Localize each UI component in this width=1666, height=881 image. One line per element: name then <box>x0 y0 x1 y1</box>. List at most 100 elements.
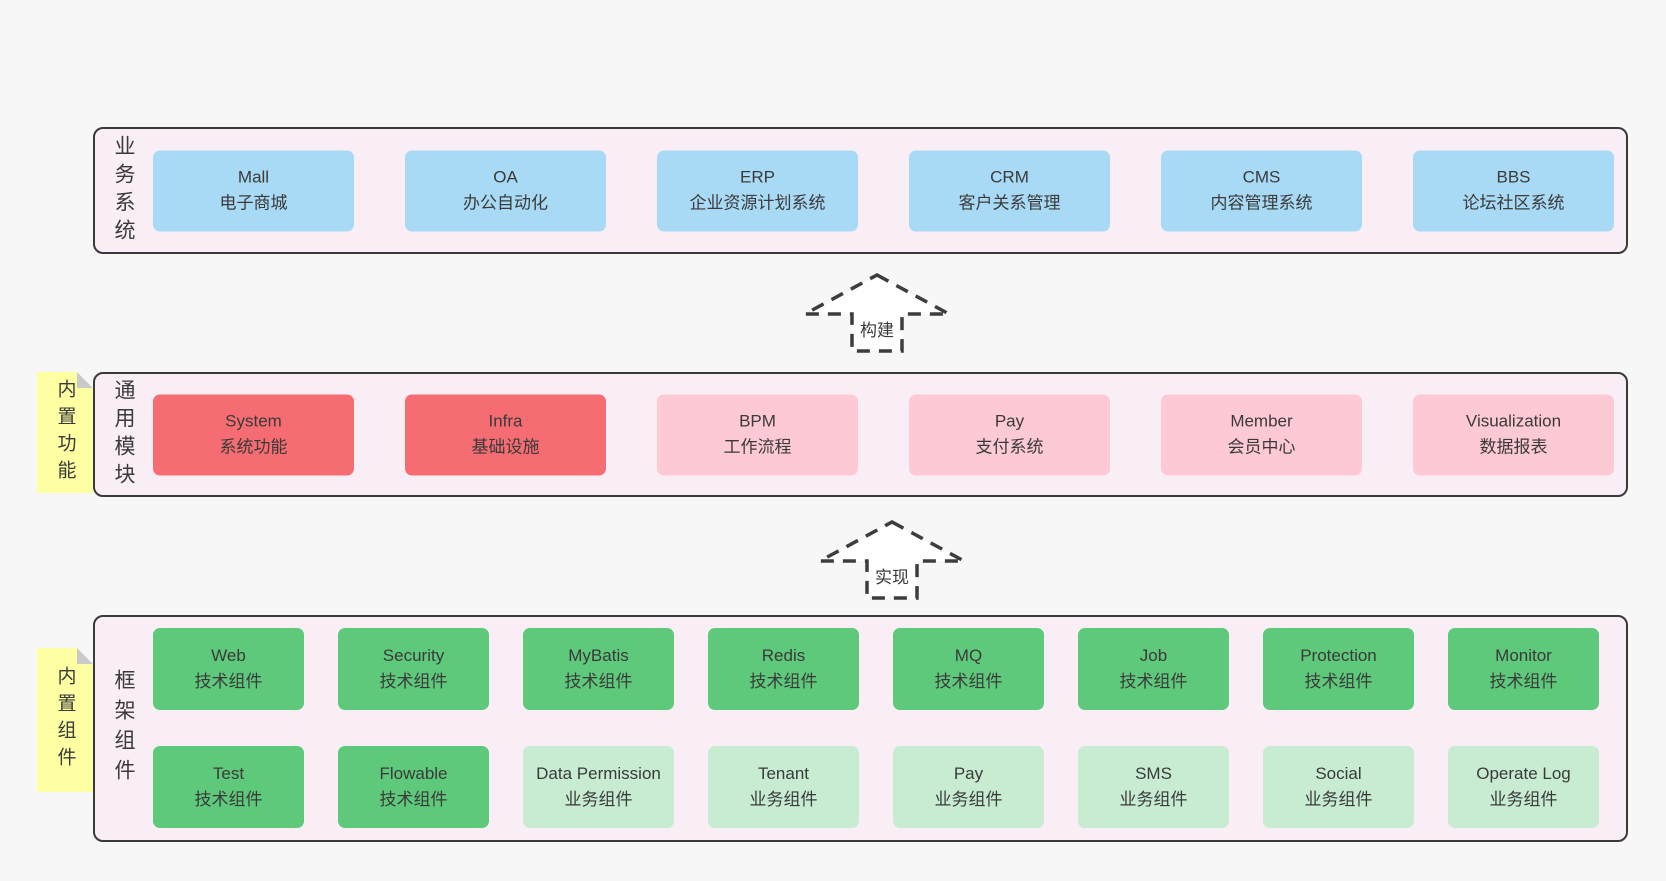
box-infra: Infra 基础设施 <box>405 394 606 475</box>
box-subtitle: 技术组件 <box>1304 672 1373 691</box>
section-label-common: 通用模块 <box>112 378 135 491</box>
note-fold-corner-icon <box>77 372 93 388</box>
note-built-in-components: 内置组件 <box>37 648 93 792</box>
box-title: ERP <box>740 167 775 187</box>
box-title: BPM <box>739 411 776 431</box>
note-fold-corner-icon <box>77 648 93 664</box>
box-social: Social 业务组件 <box>1263 746 1414 828</box>
box-title: OA <box>493 167 518 187</box>
box-title: Mall <box>237 167 270 187</box>
box-title: Data Permission <box>536 763 661 783</box>
box-subtitle: 内容管理系统 <box>1210 193 1313 213</box>
box-mq: MQ 技术组件 <box>893 628 1044 710</box>
box-subtitle: 系统功能 <box>219 437 288 457</box>
note-text: 内置组件 <box>54 666 76 774</box>
box-title: Protection <box>1300 645 1377 665</box>
box-subtitle: 技术组件 <box>934 672 1003 691</box>
box-subtitle: 企业资源计划系统 <box>689 193 826 213</box>
box-mybatis: MyBatis 技术组件 <box>523 628 674 710</box>
framework-row-1: Web 技术组件 Security 技术组件 MyBatis 技术组件 Redi… <box>153 628 1599 710</box>
box-subtitle: 工作流程 <box>723 437 792 457</box>
box-subtitle: 技术组件 <box>749 672 818 691</box>
box-crm: CRM 客户关系管理 <box>909 150 1110 231</box>
box-subtitle: 基础设施 <box>471 437 540 457</box>
box-visualization: Visualization 数据报表 <box>1413 394 1614 475</box>
box-subtitle: 客户关系管理 <box>958 193 1061 213</box>
box-title: Tenant <box>757 763 810 783</box>
box-monitor: Monitor 技术组件 <box>1448 628 1599 710</box>
box-subtitle: 技术组件 <box>379 790 448 809</box>
box-cms: CMS 内容管理系统 <box>1161 150 1362 231</box>
box-redis: Redis 技术组件 <box>708 628 859 710</box>
box-subtitle: 技术组件 <box>1119 672 1188 691</box>
section-common-modules: 通用模块 System 系统功能 Infra 基础设施 BPM 工作流程 Pay… <box>93 372 1628 497</box>
box-subtitle: 论坛社区系统 <box>1462 193 1565 213</box>
box-pay-biz: Pay 业务组件 <box>893 746 1044 828</box>
box-subtitle: 电子商城 <box>219 193 288 213</box>
box-subtitle: 业务组件 <box>749 790 818 809</box>
box-subtitle: 技术组件 <box>1489 672 1558 691</box>
box-security: Security 技术组件 <box>338 628 489 710</box>
box-title: Operate Log <box>1476 763 1571 783</box>
box-title: Flowable <box>379 763 448 783</box>
box-operate-log: Operate Log 业务组件 <box>1448 746 1599 828</box>
box-bpm: BPM 工作流程 <box>657 394 858 475</box>
box-title: MyBatis <box>568 645 629 665</box>
note-text: 内置功能 <box>54 378 76 487</box>
up-arrow-icon <box>819 520 965 600</box>
box-web: Web 技术组件 <box>153 628 304 710</box>
box-tenant: Tenant 业务组件 <box>708 746 859 828</box>
box-subtitle: 业务组件 <box>934 790 1003 809</box>
box-subtitle: 业务组件 <box>1304 790 1373 809</box>
note-built-in-features: 内置功能 <box>37 372 93 493</box>
box-bbs: BBS 论坛社区系统 <box>1413 150 1614 231</box>
section-label-business: 业务系统 <box>112 134 135 247</box>
business-box-row: Mall 电子商城 OA 办公自动化 ERP 企业资源计划系统 CRM 客户关系… <box>153 150 1614 231</box>
framework-box-rows: Web 技术组件 Security 技术组件 MyBatis 技术组件 Redi… <box>153 628 1599 828</box>
section-business-systems: 业务系统 Mall 电子商城 OA 办公自动化 ERP 企业资源计划系统 CRM… <box>93 127 1628 254</box>
box-data-permission: Data Permission 业务组件 <box>523 746 674 828</box>
box-title: CRM <box>990 167 1029 187</box>
arrow-implement-label: 实现 <box>875 568 909 587</box>
box-title: Web <box>211 645 246 665</box>
box-title: MQ <box>954 645 983 665</box>
up-arrow-icon <box>804 273 950 353</box>
box-subtitle: 业务组件 <box>1119 790 1188 809</box>
box-system: System 系统功能 <box>153 394 354 475</box>
box-title: Member <box>1230 411 1293 431</box>
box-subtitle: 技术组件 <box>194 790 263 809</box>
box-subtitle: 办公自动化 <box>463 193 548 213</box>
box-title: Pay <box>953 763 984 783</box>
box-subtitle: 技术组件 <box>379 672 448 691</box>
box-mall: Mall 电子商城 <box>153 150 354 231</box>
box-title: Pay <box>994 411 1025 431</box>
box-title: BBS <box>1496 167 1531 187</box>
arrow-implement: 实现 <box>817 519 967 601</box>
box-member: Member 会员中心 <box>1161 394 1362 475</box>
section-framework-components: 框架组件 Web 技术组件 Security 技术组件 MyBatis 技术组件… <box>93 615 1628 842</box>
box-flowable: Flowable 技术组件 <box>338 746 489 828</box>
common-box-row: System 系统功能 Infra 基础设施 BPM 工作流程 Pay 支付系统… <box>153 394 1614 475</box>
arrow-build: 构建 <box>802 272 952 354</box>
framework-row-2: Test 技术组件 Flowable 技术组件 Data Permission … <box>153 746 1599 828</box>
box-job: Job 技术组件 <box>1078 628 1229 710</box>
box-title: System <box>225 411 282 431</box>
box-title: Redis <box>761 645 806 665</box>
box-title: Job <box>1139 645 1168 665</box>
box-subtitle: 业务组件 <box>564 790 633 809</box>
box-subtitle: 会员中心 <box>1227 437 1296 457</box>
arrow-build-label: 构建 <box>860 321 894 340</box>
box-title: Infra <box>488 411 523 431</box>
box-title: Visualization <box>1465 411 1562 431</box>
box-erp: ERP 企业资源计划系统 <box>657 150 858 231</box>
box-test: Test 技术组件 <box>153 746 304 828</box>
box-title: SMS <box>1135 763 1172 783</box>
box-sms: SMS 业务组件 <box>1078 746 1229 828</box>
box-subtitle: 技术组件 <box>564 672 633 691</box>
box-title: Monitor <box>1495 645 1552 665</box>
section-label-framework: 框架组件 <box>112 668 135 789</box>
box-title: Security <box>382 645 445 665</box>
box-protection: Protection 技术组件 <box>1263 628 1414 710</box>
box-subtitle: 技术组件 <box>194 672 263 691</box>
box-oa: OA 办公自动化 <box>405 150 606 231</box>
